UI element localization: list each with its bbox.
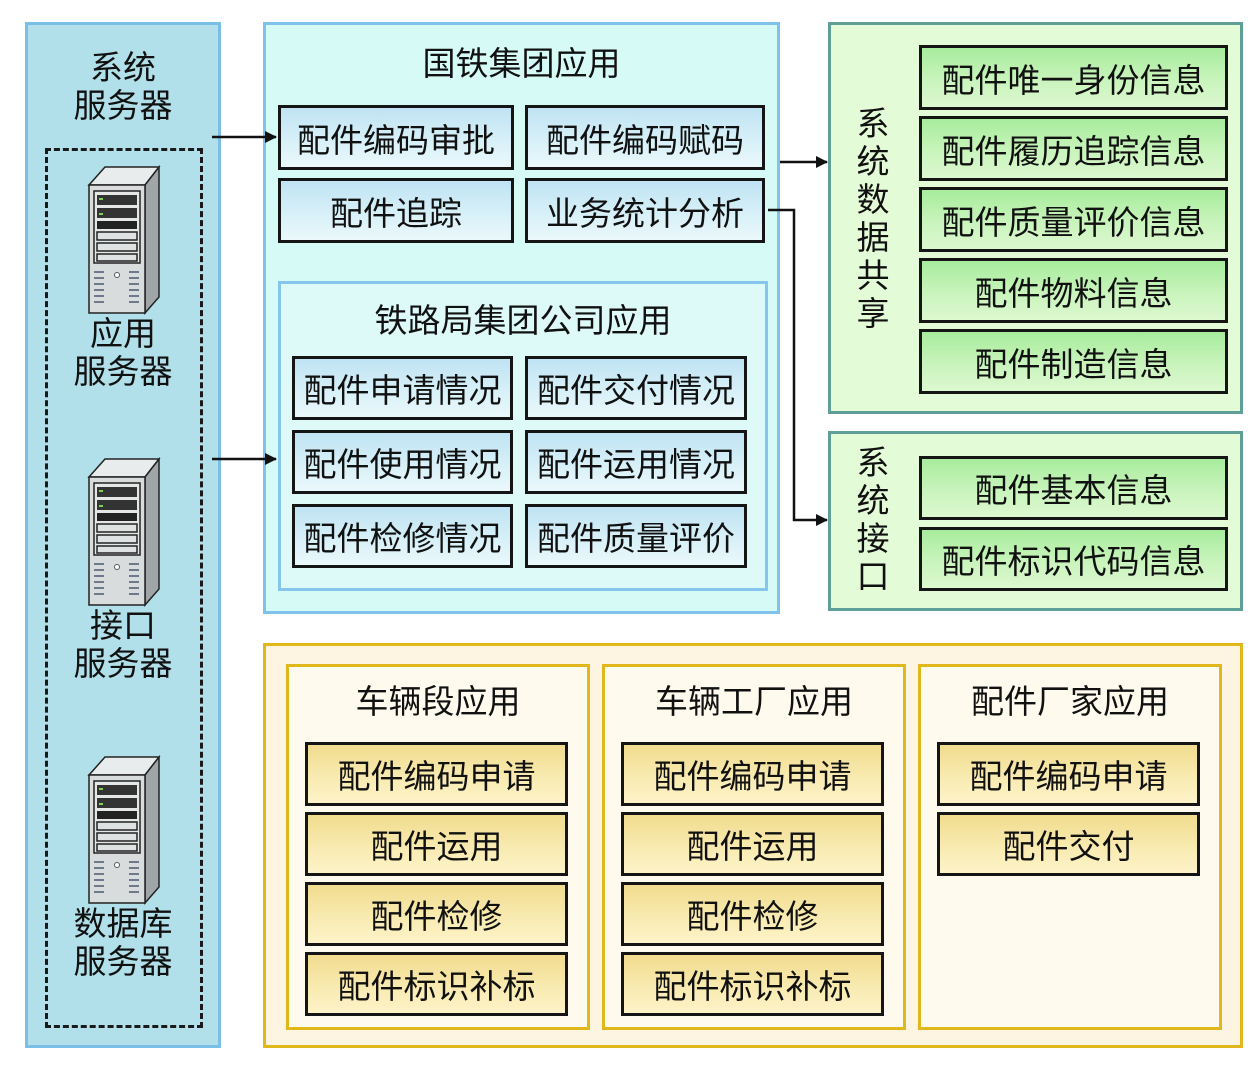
manufacturer-app-panel: 配件厂家应用 配件编码申请 配件交付	[918, 664, 1222, 1030]
depot-app-panel: 车辆段应用 配件编码申请 配件运用 配件检修 配件标识补标	[286, 664, 590, 1030]
label-char: 共	[856, 256, 890, 295]
data-sharing-label: 系 统 数 据 共 享	[853, 105, 893, 333]
server-label: 应用	[90, 314, 156, 353]
system-servers-panel: 系统 服务器 应用 服务器	[25, 22, 221, 1048]
node-usage-status: 配件使用情况	[292, 430, 513, 494]
label-char: 据	[856, 218, 890, 257]
server-label: 服务器	[73, 942, 173, 981]
node-operation-status: 配件运用情况	[525, 430, 747, 494]
factory-app-panel: 车辆工厂应用 配件编码申请 配件运用 配件检修 配件标识补标	[602, 664, 906, 1030]
node-history-tracking-info: 配件履历追踪信息	[919, 116, 1228, 181]
national-group-panel: 国铁集团应用 配件编码审批 配件编码赋码 配件追踪 业务统计分析 铁路局集团公司…	[263, 22, 780, 614]
node-identification-code-info: 配件标识代码信息	[919, 527, 1228, 591]
manufacturer-app-title: 配件厂家应用	[971, 682, 1169, 721]
server-group-dashed-border	[45, 148, 203, 1028]
label-char: 系	[856, 104, 890, 143]
node-part-delivery: 配件交付	[937, 812, 1200, 876]
system-servers-title: 系统 服务器	[28, 49, 218, 125]
arrow-analysis-to-interface	[768, 208, 828, 526]
label-char: 接	[856, 519, 890, 558]
depot-app-title: 车辆段应用	[355, 682, 521, 721]
node-code-application: 配件编码申请	[305, 742, 568, 806]
server-tower-icon	[87, 754, 161, 905]
national-group-title: 国铁集团应用	[422, 44, 621, 83]
node-part-maintenance: 配件检修	[305, 882, 568, 946]
server-tower-icon	[87, 456, 161, 607]
node-part-maintenance: 配件检修	[621, 882, 884, 946]
label-char: 享	[856, 294, 890, 333]
node-label-replacement: 配件标识补标	[621, 952, 884, 1016]
node-business-analysis: 业务统计分析	[525, 178, 765, 243]
system-interface-label: 系 统 接 口	[853, 444, 893, 596]
title-line: 系统	[90, 48, 156, 87]
node-code-assignment: 配件编码赋码	[525, 105, 765, 170]
server-label: 服务器	[73, 644, 173, 683]
server-label: 服务器	[73, 352, 173, 391]
label-char: 数	[856, 180, 890, 219]
node-application-status: 配件申请情况	[292, 356, 513, 420]
railway-bureau-title: 铁路局集团公司应用	[374, 301, 672, 340]
node-basic-info: 配件基本信息	[919, 456, 1228, 520]
server-label: 接口	[90, 606, 156, 645]
field-applications-panel: 车辆段应用 配件编码申请 配件运用 配件检修 配件标识补标 车辆工厂应用 配件编…	[263, 643, 1243, 1048]
node-code-application: 配件编码申请	[937, 742, 1200, 806]
title-line: 服务器	[73, 86, 173, 125]
server-tower-icon	[87, 164, 161, 315]
node-label-replacement: 配件标识补标	[305, 952, 568, 1016]
node-code-approval: 配件编码审批	[278, 105, 514, 170]
node-manufacturing-info: 配件制造信息	[919, 329, 1228, 394]
server-label: 数据库	[73, 904, 173, 943]
node-code-application: 配件编码申请	[621, 742, 884, 806]
node-quality-evaluation: 配件质量评价	[525, 504, 747, 568]
node-part-operation: 配件运用	[621, 812, 884, 876]
system-interface-panel: 系 统 接 口 配件基本信息 配件标识代码信息	[828, 431, 1243, 611]
node-delivery-status: 配件交付情况	[525, 356, 747, 420]
interface-server: 接口 服务器	[28, 455, 218, 683]
app-server: 应用 服务器	[28, 163, 218, 391]
label-char: 统	[856, 142, 890, 181]
data-sharing-panel: 系 统 数 据 共 享 配件唯一身份信息 配件履历追踪信息 配件质量评价信息 配…	[828, 22, 1243, 414]
node-part-operation: 配件运用	[305, 812, 568, 876]
database-server: 数据库 服务器	[28, 753, 218, 981]
label-char: 口	[856, 557, 890, 596]
label-char: 统	[856, 481, 890, 520]
node-maintenance-status: 配件检修情况	[292, 504, 513, 568]
node-part-tracking: 配件追踪	[278, 178, 514, 243]
label-char: 系	[856, 443, 890, 482]
railway-bureau-panel: 铁路局集团公司应用 配件申请情况 配件交付情况 配件使用情况 配件运用情况 配件…	[278, 281, 768, 591]
node-unique-identity-info: 配件唯一身份信息	[919, 45, 1228, 110]
node-material-info: 配件物料信息	[919, 258, 1228, 323]
factory-app-title: 车辆工厂应用	[655, 682, 853, 721]
node-quality-evaluation-info: 配件质量评价信息	[919, 187, 1228, 252]
